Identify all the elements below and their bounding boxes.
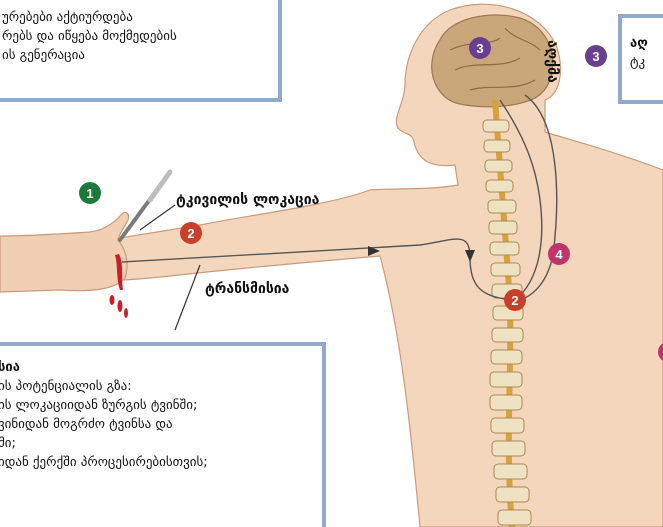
- box-line: მი;: [0, 434, 314, 453]
- svg-text:2: 2: [511, 293, 518, 308]
- label-localization: ტკივილის ლოკაცია: [176, 192, 319, 208]
- step-marker-2-spine: 2: [504, 289, 526, 311]
- box-line: ურებები აქტიურდება: [2, 8, 270, 27]
- box-line: ვინიდან მოგრძო ტვინსა და: [0, 415, 314, 434]
- box-line: რებს და იწყება მოქმედების: [2, 27, 270, 46]
- svg-text:2: 2: [187, 226, 194, 241]
- svg-text:4: 4: [555, 247, 563, 262]
- info-box-transmission: სია ის პოტენციალის გზა: ის ლოკაციიდან ზუ…: [0, 342, 326, 527]
- step-marker-4: 4: [548, 243, 570, 265]
- svg-text:1: 1: [86, 186, 93, 201]
- step-marker-3-brain: 3: [469, 37, 491, 59]
- svg-text:3: 3: [592, 49, 599, 64]
- box-line: ის ლოკაციიდან ზურგის ტვინში;: [0, 396, 314, 415]
- label-perception-vertical: აღქმა: [544, 40, 560, 83]
- box-title: სია: [0, 358, 314, 377]
- box-line: ის პოტენციალის გზა:: [0, 377, 314, 396]
- info-box-perception: აღ ტკ: [618, 14, 663, 104]
- label-transmission: ტრანსმისია: [205, 281, 289, 297]
- box-line: ის გენერაცია: [2, 46, 270, 65]
- scalpel-icon: [120, 172, 170, 240]
- info-box-activation: ურებები აქტიურდება რებს და იწყება მოქმედ…: [0, 0, 282, 102]
- box-line: იდან ქერქში პროცესირებისთვის;: [0, 453, 314, 472]
- box-line: აღ: [630, 34, 663, 53]
- hand: [0, 212, 129, 292]
- step-marker-3-side: 3: [585, 45, 607, 67]
- svg-text:3: 3: [476, 41, 483, 56]
- step-marker-1: 1: [79, 182, 101, 204]
- box-line: ტკ: [630, 53, 663, 72]
- step-marker-2-arm: 2: [180, 222, 202, 244]
- brain: [432, 15, 553, 107]
